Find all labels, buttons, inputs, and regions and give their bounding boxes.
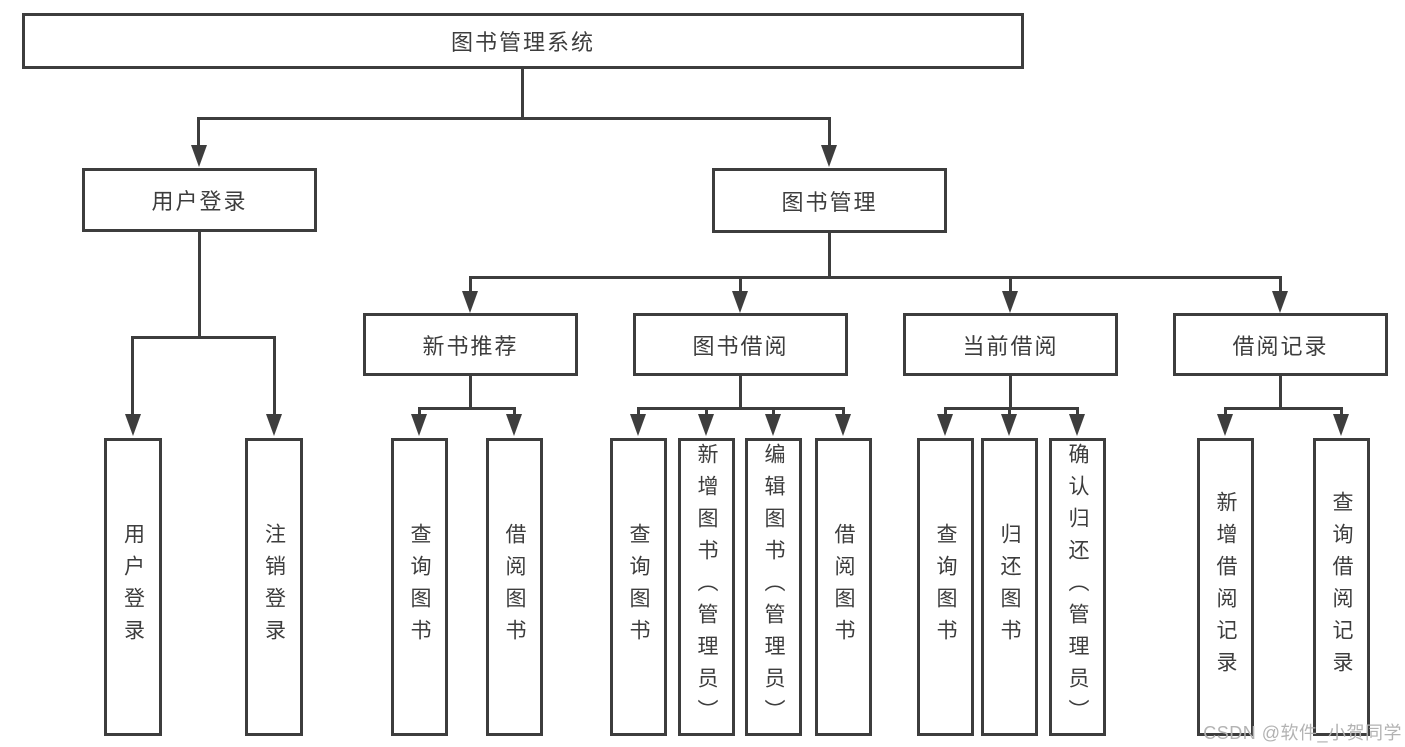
connector-line xyxy=(739,276,742,294)
connector-line xyxy=(418,407,516,410)
arrow-down-icon xyxy=(1069,414,1085,436)
arrow-down-icon xyxy=(765,414,781,436)
connector-line xyxy=(197,117,831,120)
node-borrow-record: 借阅记录 xyxy=(1173,313,1388,376)
leaf-current-confirm-return-admin: 确认归还（管理员） xyxy=(1049,438,1106,736)
node-new-book-recommend-label: 新书推荐 xyxy=(422,333,519,359)
leaf-logout-login: 注销登录 xyxy=(245,438,303,736)
node-book-management-label: 图书管理 xyxy=(781,189,878,215)
leaf-borrow-borrow-book-label: 借阅图书 xyxy=(832,523,855,651)
node-borrow-record-label: 借阅记录 xyxy=(1232,333,1329,359)
leaf-borrow-edit-book-admin: 编辑图书（管理员） xyxy=(745,438,802,736)
arrow-down-icon xyxy=(125,414,141,436)
connector-line xyxy=(944,407,947,417)
node-root-label: 图书管理系统 xyxy=(450,30,595,55)
connector-line xyxy=(469,276,1282,279)
watermark: CSDN @软件_小贺同学 xyxy=(1203,723,1402,743)
leaf-current-confirm-return-admin-label: 确认归还（管理员） xyxy=(1066,443,1089,731)
node-book-management: 图书管理 xyxy=(712,168,947,233)
leaf-borrow-add-book-admin: 新增图书（管理员） xyxy=(678,438,735,736)
arrow-down-icon xyxy=(698,414,714,436)
connector-line xyxy=(1279,376,1282,407)
connector-line xyxy=(273,336,276,416)
connector-line xyxy=(705,407,708,417)
arrow-down-icon xyxy=(732,291,748,313)
connector-line xyxy=(1340,407,1343,417)
arrow-down-icon xyxy=(1001,414,1017,436)
arrow-down-icon xyxy=(411,414,427,436)
node-book-borrow: 图书借阅 xyxy=(633,313,848,376)
node-book-borrow-label: 图书借阅 xyxy=(692,333,789,359)
connector-line xyxy=(637,407,640,417)
leaf-borrow-query-book: 查询图书 xyxy=(610,438,667,736)
connector-line xyxy=(842,407,845,417)
leaf-record-add-record: 新增借阅记录 xyxy=(1197,438,1254,736)
leaf-record-add-record-label: 新增借阅记录 xyxy=(1214,491,1237,683)
node-user-login: 用户登录 xyxy=(82,168,317,232)
leaf-recommend-query-book-label: 查询图书 xyxy=(408,523,431,651)
arrow-down-icon xyxy=(835,414,851,436)
arrow-down-icon xyxy=(266,414,282,436)
connector-line xyxy=(1009,376,1012,407)
connector-line xyxy=(1224,407,1227,417)
leaf-current-query-book-label: 查询图书 xyxy=(934,523,957,651)
arrow-down-icon xyxy=(191,145,207,167)
connector-line xyxy=(828,117,831,147)
connector-line xyxy=(418,407,421,417)
connector-line xyxy=(197,117,200,147)
leaf-current-query-book: 查询图书 xyxy=(917,438,974,736)
node-new-book-recommend: 新书推荐 xyxy=(363,313,578,376)
leaf-record-query-record-label: 查询借阅记录 xyxy=(1330,491,1353,683)
leaf-record-query-record: 查询借阅记录 xyxy=(1313,438,1370,736)
connector-line xyxy=(1008,407,1011,417)
connector-line xyxy=(944,407,1079,410)
connector-line xyxy=(469,376,472,407)
connector-line xyxy=(772,407,775,417)
node-current-borrow: 当前借阅 xyxy=(903,313,1118,376)
leaf-recommend-borrow-book-label: 借阅图书 xyxy=(503,523,526,651)
arrow-down-icon xyxy=(1002,291,1018,313)
leaf-borrow-edit-book-admin-label: 编辑图书（管理员） xyxy=(762,443,785,731)
connector-line xyxy=(521,69,524,117)
connector-line xyxy=(1279,276,1282,294)
connector-line xyxy=(513,407,516,417)
arrow-down-icon xyxy=(462,291,478,313)
arrow-down-icon xyxy=(1217,414,1233,436)
connector-line xyxy=(1009,276,1012,294)
connector-line xyxy=(828,233,831,276)
arrow-down-icon xyxy=(1333,414,1349,436)
arrow-down-icon xyxy=(506,414,522,436)
leaf-borrow-query-book-label: 查询图书 xyxy=(627,523,650,651)
leaf-logout-login-label: 注销登录 xyxy=(262,523,286,651)
leaf-user-login-label: 用户登录 xyxy=(121,523,145,651)
leaf-current-return-book: 归还图书 xyxy=(981,438,1038,736)
arrow-down-icon xyxy=(937,414,953,436)
connector-line xyxy=(198,232,201,336)
connector-line xyxy=(637,407,845,410)
leaf-current-return-book-label: 归还图书 xyxy=(998,523,1021,651)
arrow-down-icon xyxy=(1272,291,1288,313)
node-root: 图书管理系统 xyxy=(22,13,1024,69)
connector-line xyxy=(131,336,134,416)
leaf-recommend-query-book: 查询图书 xyxy=(391,438,448,736)
connector-line xyxy=(739,376,742,407)
arrow-down-icon xyxy=(630,414,646,436)
node-current-borrow-label: 当前借阅 xyxy=(962,333,1059,359)
connector-line xyxy=(1224,407,1343,410)
leaf-borrow-borrow-book: 借阅图书 xyxy=(815,438,872,736)
connector-line xyxy=(131,336,276,339)
connector-line xyxy=(1076,407,1079,417)
leaf-user-login: 用户登录 xyxy=(104,438,162,736)
arrow-down-icon xyxy=(821,145,837,167)
leaf-borrow-add-book-admin-label: 新增图书（管理员） xyxy=(695,443,718,731)
leaf-recommend-borrow-book: 借阅图书 xyxy=(486,438,543,736)
node-user-login-label: 用户登录 xyxy=(151,189,248,214)
connector-line xyxy=(469,276,472,294)
